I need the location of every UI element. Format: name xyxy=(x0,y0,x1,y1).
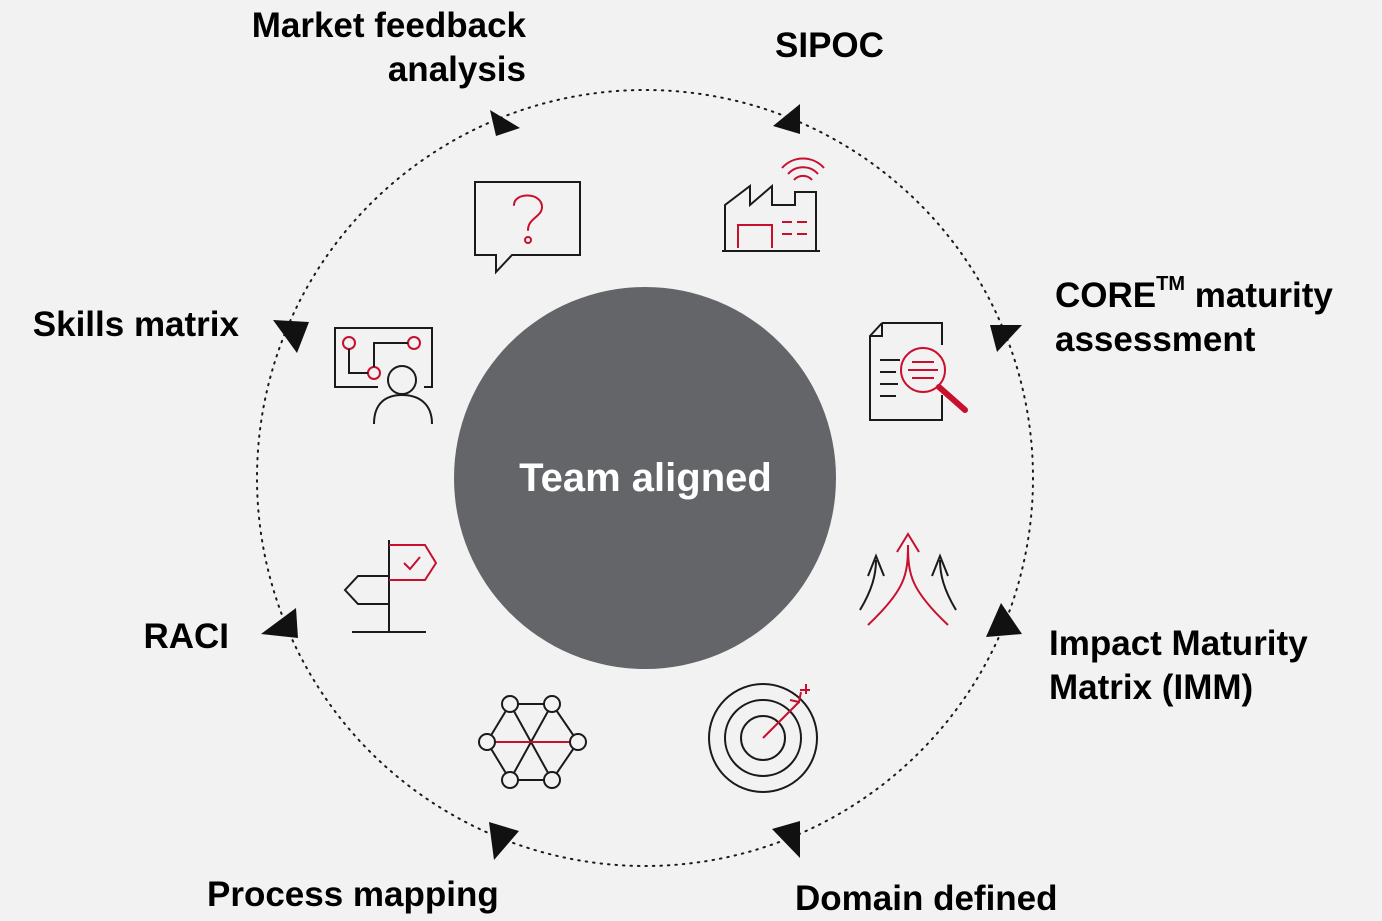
step-label-line: SIPOC xyxy=(775,26,884,65)
rising-arrows-icon xyxy=(859,532,957,626)
network-hexagon-icon xyxy=(478,695,587,789)
step-label-line: Impact Maturity xyxy=(1049,624,1308,663)
factory-wifi-icon xyxy=(722,157,825,252)
arrowhead-domain xyxy=(772,821,800,858)
step-label-domain-defined: Domain defined xyxy=(795,877,1058,921)
step-label-sipoc: SIPOC xyxy=(775,24,884,68)
step-label-raci: RACI xyxy=(0,615,229,659)
arrowhead-imm xyxy=(986,603,1022,637)
target-icon xyxy=(708,683,818,793)
maturity-word: maturity xyxy=(1185,276,1333,315)
arrowhead-skills xyxy=(273,320,309,353)
step-label-line: analysis xyxy=(387,50,526,89)
step-label-process-mapping: Process mapping xyxy=(207,873,499,917)
step-label-line: Domain defined xyxy=(795,879,1058,918)
arrowhead-raci xyxy=(261,608,298,638)
arrowhead-process xyxy=(489,822,519,860)
arrowhead-market xyxy=(490,110,520,136)
step-label-line: Process mapping xyxy=(207,875,499,914)
arrowhead-core xyxy=(990,325,1022,352)
step-label-core-maturity-assessment: CORETM maturity assessment xyxy=(1055,274,1333,362)
step-label-impact-maturity-matrix: Impact Maturity Matrix (IMM) xyxy=(1049,622,1308,710)
trademark-superscript: TM xyxy=(1156,273,1186,296)
step-label-line: Skills matrix xyxy=(32,305,239,344)
center-circle xyxy=(454,287,836,669)
core-word: CORE xyxy=(1055,276,1157,315)
cycle-ring xyxy=(256,89,1034,867)
step-label-line: assessment xyxy=(1055,320,1256,359)
step-label-line: Matrix (IMM) xyxy=(1049,668,1254,707)
question-chat-icon xyxy=(474,181,581,275)
center-label: Team aligned xyxy=(519,456,772,500)
step-label-line: Market feedback xyxy=(251,6,526,45)
step-label-market-feedback-analysis: Market feedback analysis xyxy=(0,4,526,92)
presenter-board-icon xyxy=(334,327,433,425)
step-label-skills-matrix: Skills matrix xyxy=(0,303,239,347)
step-label-line: RACI xyxy=(143,617,229,656)
document-search-icon xyxy=(869,322,968,421)
arrowhead-sipoc xyxy=(773,104,800,134)
signpost-icon xyxy=(343,540,438,633)
